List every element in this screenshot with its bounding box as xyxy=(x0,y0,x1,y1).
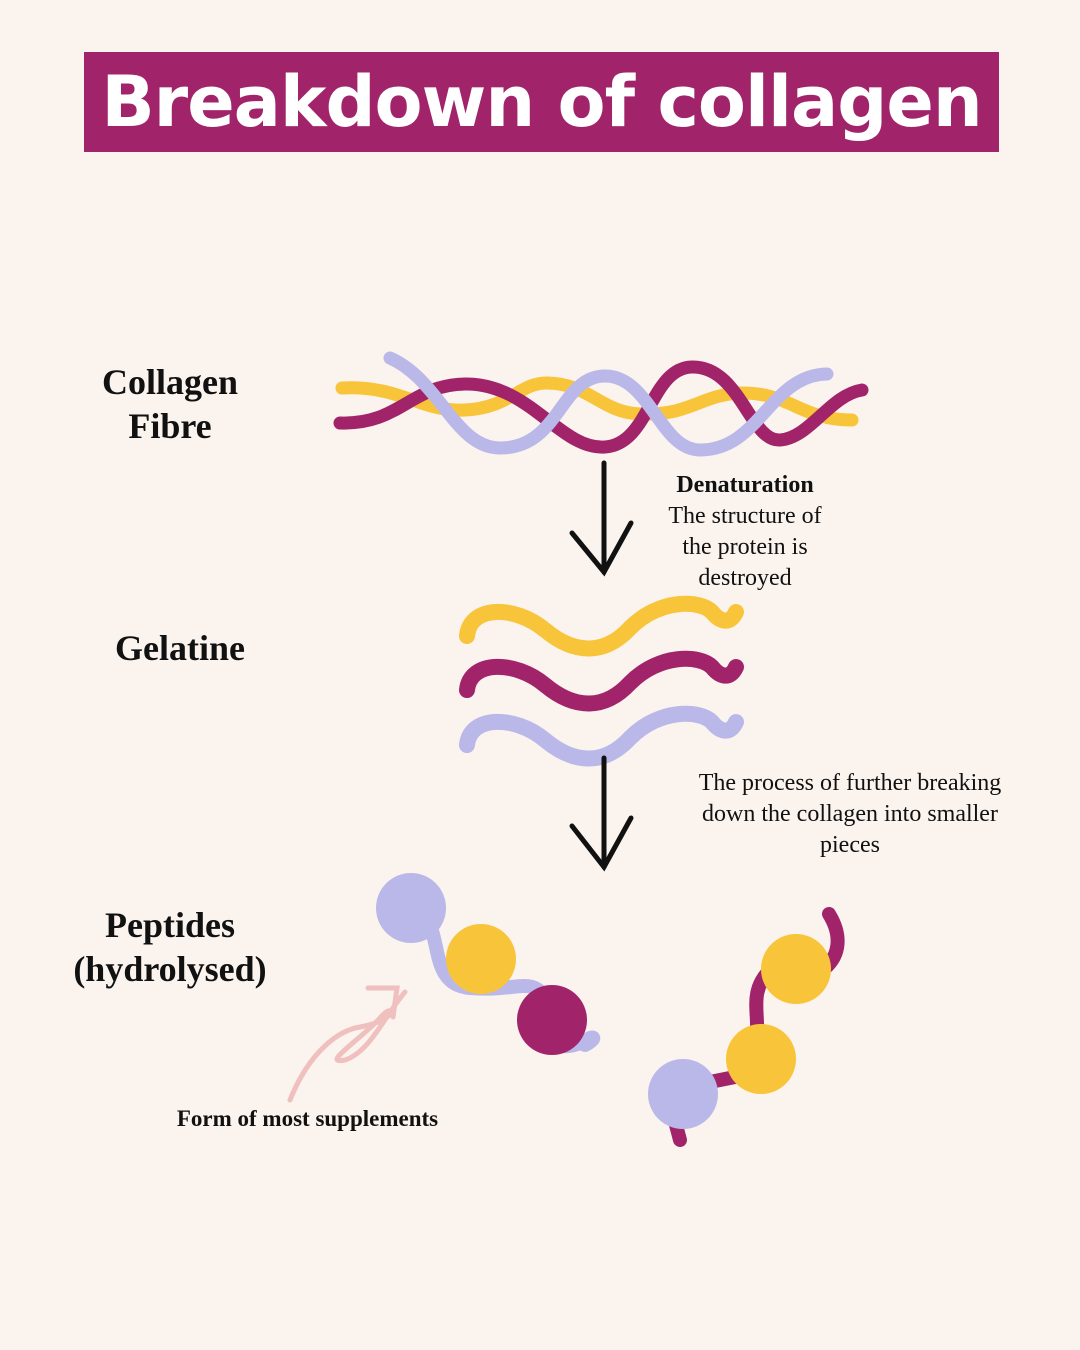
purple-strand xyxy=(459,650,744,712)
label-line: Fibre xyxy=(128,406,212,446)
yellow-amino-acid xyxy=(446,924,516,994)
title-banner: Breakdown of collagen xyxy=(84,52,999,152)
note-line: destroyed xyxy=(698,565,792,591)
label-line: Gelatine xyxy=(115,628,245,668)
pointer-arrow xyxy=(287,985,408,1103)
lavender-amino-acid xyxy=(376,873,446,943)
lavender-amino-acid xyxy=(648,1059,718,1129)
stage-label-collagen-fibre: Collagen Fibre xyxy=(60,360,280,448)
note-line: The structure of xyxy=(668,503,822,529)
lavender-strand xyxy=(383,351,834,457)
arrow-down-1 xyxy=(569,460,634,577)
lavender-strand xyxy=(459,705,744,767)
yellow-strand xyxy=(459,595,744,657)
note-line: down the collagen into smaller xyxy=(702,801,998,827)
note-line: pieces xyxy=(820,832,880,858)
hydrolysis-note: The process of further breaking down the… xyxy=(650,768,1050,861)
stage-label-gelatine: Gelatine xyxy=(70,626,290,670)
denaturation-note: Denaturation The structure of the protei… xyxy=(620,470,870,594)
page-title: Breakdown of collagen xyxy=(101,61,982,143)
yellow-amino-acid xyxy=(726,1024,796,1094)
label-line: Collagen xyxy=(101,362,238,402)
note-line: The process of further breaking xyxy=(698,770,1002,796)
purple-amino-acid xyxy=(517,985,587,1055)
supplements-annotation: Form of most supplements xyxy=(176,1106,439,1131)
arrow-down-2 xyxy=(569,755,634,872)
stage-label-peptides: Peptides (hydrolysed) xyxy=(50,903,290,991)
peptide-chain-1 xyxy=(376,873,601,1055)
yellow-amino-acid xyxy=(761,934,831,1004)
peptide-chain-2 xyxy=(648,907,845,1147)
label-line: (hydrolysed) xyxy=(73,949,267,989)
note-heading: Denaturation xyxy=(676,472,814,498)
collagen-fibre-helix xyxy=(333,351,869,457)
purple-strand xyxy=(333,360,869,454)
label-line: Peptides xyxy=(105,905,235,945)
gelatine-strands xyxy=(459,595,744,767)
note-line: the protein is xyxy=(682,534,808,560)
